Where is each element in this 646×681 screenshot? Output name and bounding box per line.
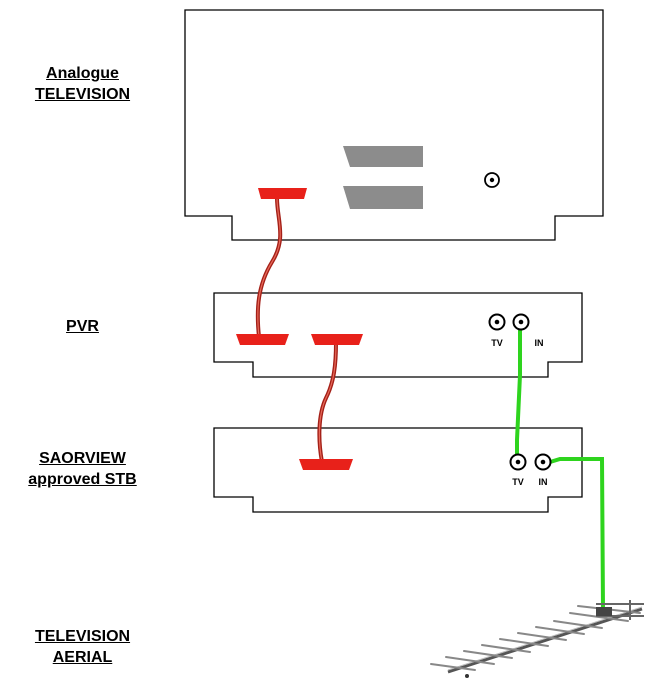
tv-aerial-socket-icon xyxy=(484,172,500,188)
stb-tv-port-icon xyxy=(509,453,527,471)
pvr-in-port-icon xyxy=(512,313,530,331)
stb-tv-port-label: TV xyxy=(512,477,524,487)
label-pvr: PVR xyxy=(15,316,150,337)
label-pvr-line1: PVR xyxy=(66,318,99,335)
label-analogue-television-line2: TELEVISION xyxy=(34,86,131,103)
scart-plug-pvr-out xyxy=(311,334,363,345)
coax-cable-pvr-to-stb xyxy=(515,330,522,462)
tv-vent-upper xyxy=(343,146,423,167)
label-saorview-stb-line1: SAORVIEW xyxy=(39,450,126,467)
television-aerial-icon xyxy=(430,600,644,678)
pvr-tv-port-icon xyxy=(488,313,506,331)
label-analogue-television: Analogue TELEVISION xyxy=(15,63,150,105)
coax-cable-stb-to-aerial xyxy=(549,457,605,611)
label-television-aerial-line2: AERIAL xyxy=(52,649,113,666)
scart-plug-stb xyxy=(299,459,353,470)
stb-in-port-icon xyxy=(534,453,552,471)
pvr-tv-port-label: TV xyxy=(491,338,503,348)
label-saorview-stb-line2: approved STB xyxy=(28,471,137,488)
scart-plug-pvr-in xyxy=(236,334,289,345)
pvr-in-port-label: IN xyxy=(535,338,544,348)
label-saorview-stb: SAORVIEW approved STB xyxy=(5,448,160,490)
label-television-aerial: TELEVISION AERIAL xyxy=(15,626,150,668)
stb-body xyxy=(213,427,583,513)
pvr-body xyxy=(213,292,583,378)
label-television-aerial-line1: TELEVISION xyxy=(34,628,131,645)
stb-in-port-label: IN xyxy=(539,477,548,487)
tv-vent-lower xyxy=(343,186,423,209)
scart-plug-tv xyxy=(258,188,307,199)
label-analogue-television-line1: Analogue xyxy=(46,65,119,82)
